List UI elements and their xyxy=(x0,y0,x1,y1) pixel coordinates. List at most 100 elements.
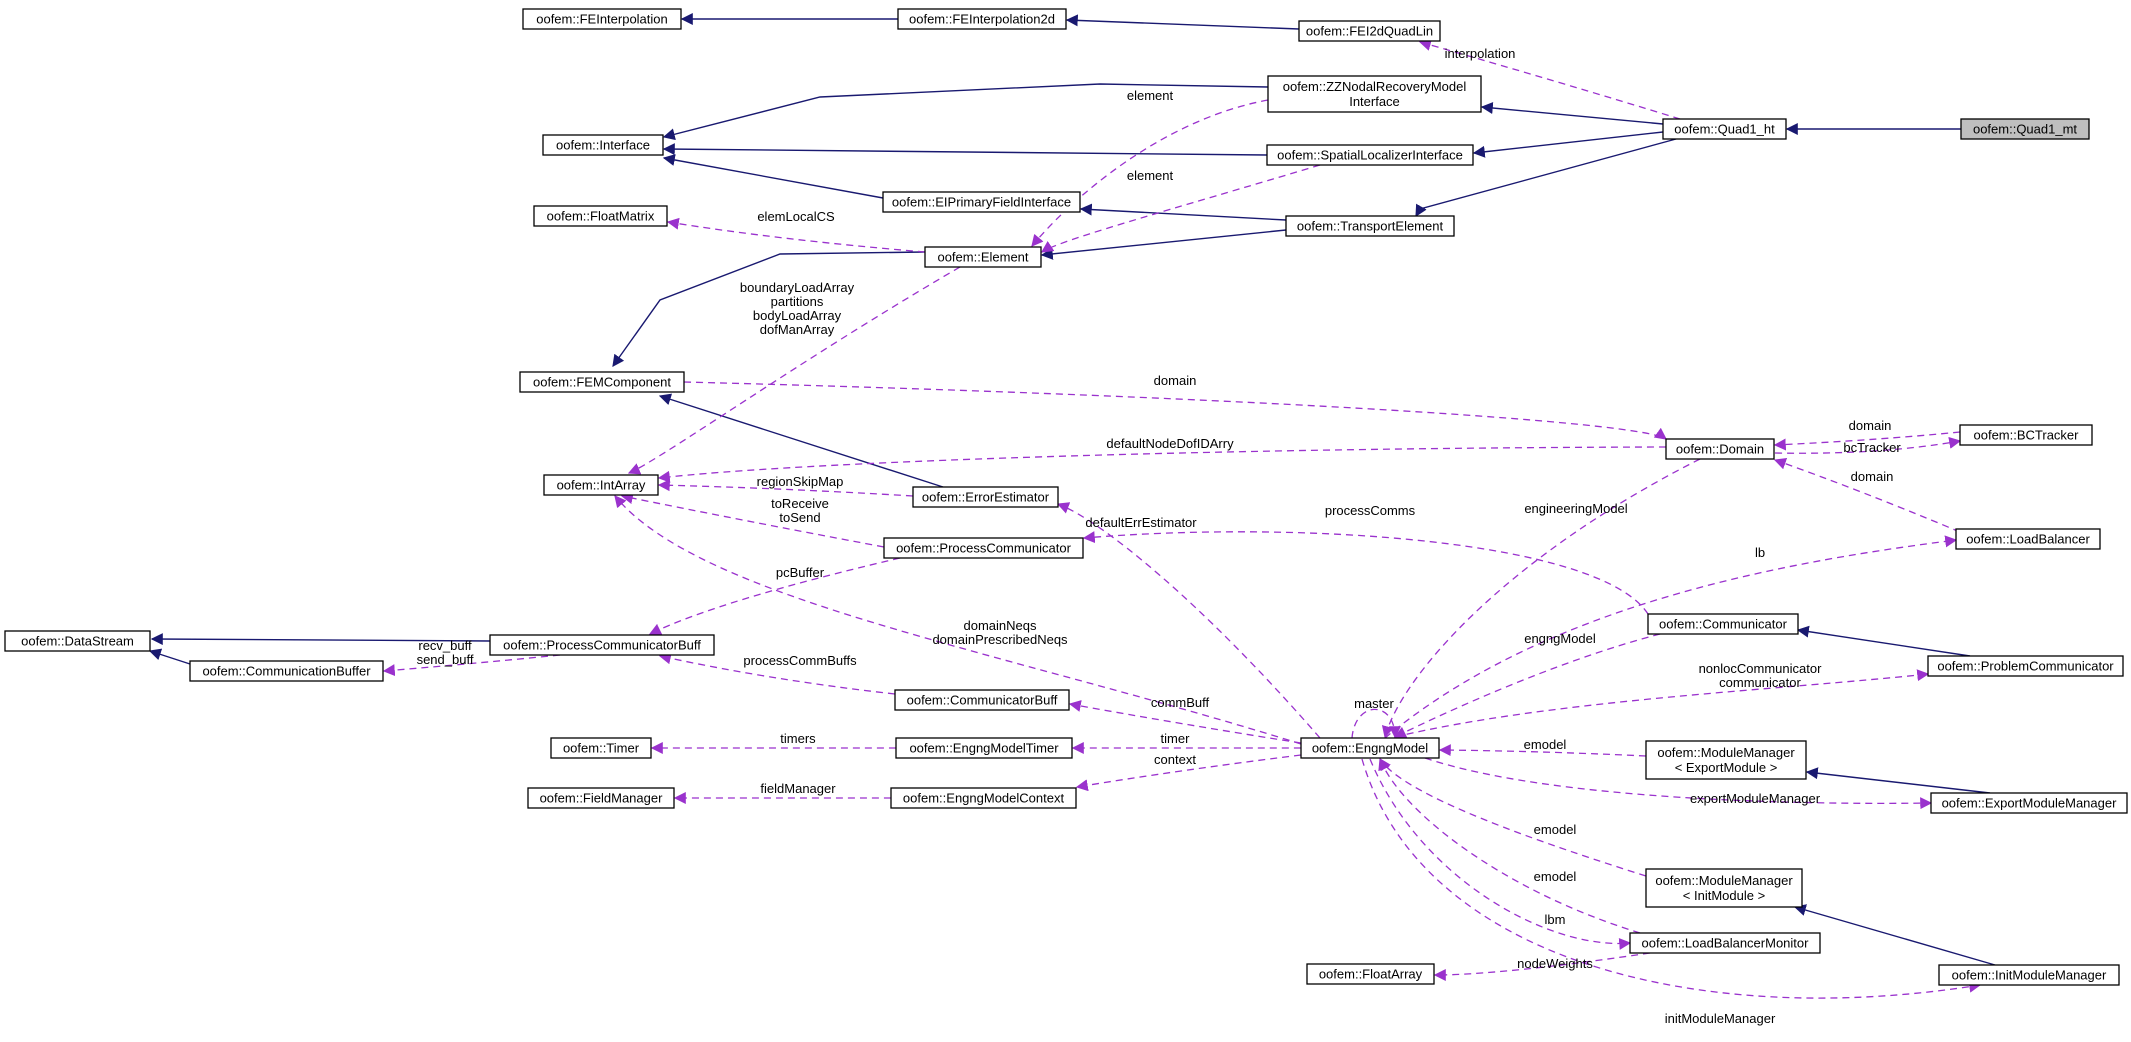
usage-edge-communicator-engngmodel xyxy=(1393,633,1661,738)
class-node-spatialloc[interactable]: oofem::SpatialLocalizerInterface xyxy=(1266,144,1474,166)
class-node-box xyxy=(1665,438,1775,460)
inheritance-edge-eiprimary-interface xyxy=(662,154,884,199)
inheritance-edge-transportelement-element xyxy=(1040,229,1287,260)
class-node-datastream[interactable]: oofem::DataStream xyxy=(4,630,151,652)
class-node-lbmonitor[interactable]: oofem::LoadBalancerMonitor xyxy=(1629,932,1821,954)
usage-edge-engngmodel-lbmonitor xyxy=(1369,758,1632,950)
class-node-mmexport[interactable]: oofem::ModuleManager< ExportModule > xyxy=(1645,740,1807,780)
class-node-box xyxy=(912,486,1059,508)
class-name-label: oofem::LoadBalancer xyxy=(1966,532,2090,547)
class-name-label: oofem::ExportModuleManager xyxy=(1942,796,2118,811)
usage-edge-label: master xyxy=(1354,696,1394,711)
usage-edge-label: emodel xyxy=(1534,869,1577,884)
class-name-label: < ExportModule > xyxy=(1675,760,1778,775)
usage-edge-label: context xyxy=(1154,752,1196,767)
class-node-initmodulemanager[interactable]: oofem::InitModuleManager xyxy=(1938,964,2120,986)
class-name-label: oofem::FloatArray xyxy=(1319,967,1423,982)
class-node-fieldmanager[interactable]: oofem::FieldManager xyxy=(527,787,675,809)
class-node-processcommunicator[interactable]: oofem::ProcessCommunicator xyxy=(883,537,1084,559)
class-node-eiprimary[interactable]: oofem::EIPrimaryFieldInterface xyxy=(882,191,1081,213)
class-name-label: oofem::ProcessCommunicator xyxy=(896,541,1072,556)
class-node-transportelement[interactable]: oofem::TransportElement xyxy=(1285,215,1455,237)
class-node-errorestimator[interactable]: oofem::ErrorEstimator xyxy=(912,486,1059,508)
class-node-problemcommunicator[interactable]: oofem::ProblemCommunicator xyxy=(1927,655,2124,677)
class-name-label: oofem::ModuleManager xyxy=(1655,873,1793,888)
class-node-box xyxy=(924,246,1042,268)
usage-edge-communicator-processcommunicator xyxy=(1082,531,1649,615)
class-node-box xyxy=(1960,118,2090,140)
usage-edge-label: element xyxy=(1127,88,1174,103)
class-node-bctracker[interactable]: oofem::BCTracker xyxy=(1959,424,2093,446)
class-node-floatmatrix[interactable]: oofem::FloatMatrix xyxy=(533,205,668,227)
class-node-engngmodel[interactable]: oofem::EngngModel xyxy=(1300,737,1440,759)
usage-edge-engngmodel-exportmodulemanager xyxy=(1424,757,1933,810)
usage-edge-label: engineeringModel xyxy=(1524,501,1627,516)
class-node-engngmodeltimer[interactable]: oofem::EngngModelTimer xyxy=(895,737,1073,759)
usage-edge-label: domain xyxy=(1851,469,1894,484)
usage-edge-label: domain xyxy=(1154,373,1197,388)
class-name-label: oofem::Timer xyxy=(563,741,640,756)
class-node-mminit[interactable]: oofem::ModuleManager< InitModule > xyxy=(1645,868,1803,908)
inheritance-edge-zznodal-interface xyxy=(662,83,1269,141)
class-node-communicatorbuff[interactable]: oofem::CommunicatorBuff xyxy=(894,689,1070,711)
class-node-communicator[interactable]: oofem::Communicator xyxy=(1647,613,1799,635)
class-node-loadbalancer[interactable]: oofem::LoadBalancer xyxy=(1955,528,2101,550)
class-node-box xyxy=(1645,740,1807,780)
usage-edge-label: engngModel xyxy=(1524,631,1596,646)
class-name-label: oofem::InitModuleManager xyxy=(1952,968,2107,983)
usage-edge-lbmonitor-engngmodel xyxy=(1378,757,1641,934)
class-node-feinterpolation2d[interactable]: oofem::FEInterpolation2d xyxy=(897,8,1067,30)
usage-edge-element-intarray xyxy=(627,266,961,475)
class-node-fei2dquadlin[interactable]: oofem::FEI2dQuadLin xyxy=(1298,20,1441,42)
usage-edge-label: elemLocalCS xyxy=(757,209,835,224)
usage-edge-engngmodel-loadbalancer xyxy=(1384,535,1958,739)
class-name-label: oofem::SpatialLocalizerInterface xyxy=(1277,148,1463,163)
usage-edge-label: lb xyxy=(1755,545,1765,560)
usage-edge-pcbuff-communicationbuffer xyxy=(382,654,561,677)
class-name-label: oofem::ModuleManager xyxy=(1657,745,1795,760)
class-name-label: oofem::DataStream xyxy=(21,634,134,649)
inheritance-edge-fei2dquadlin-feinterpolation2d xyxy=(1065,14,1300,30)
usage-edge-engngmodel-intarray xyxy=(614,495,1302,745)
class-node-box xyxy=(883,537,1084,559)
class-node-quad1_ht[interactable]: oofem::Quad1_ht xyxy=(1662,118,1787,140)
usage-edge-label: timers xyxy=(780,731,816,746)
usage-edge-communicatorbuff-pcbuff xyxy=(658,652,896,695)
class-node-exportmodulemanager[interactable]: oofem::ExportModuleManager xyxy=(1930,792,2128,814)
class-node-box xyxy=(1647,613,1799,635)
class-node-floatarray[interactable]: oofem::FloatArray xyxy=(1306,963,1435,985)
class-node-domain[interactable]: oofem::Domain xyxy=(1665,438,1775,460)
class-name-label: < InitModule > xyxy=(1683,888,1765,903)
class-node-box xyxy=(897,8,1067,30)
inheritance-edge-exportmodulemanager-mmexport xyxy=(1805,767,1991,794)
class-name-label: oofem::FEInterpolation2d xyxy=(909,12,1055,27)
class-node-engngmodelcontext[interactable]: oofem::EngngModelContext xyxy=(890,787,1077,809)
class-node-box xyxy=(550,737,652,759)
class-node-box xyxy=(1927,655,2124,677)
class-node-interface[interactable]: oofem::Interface xyxy=(542,134,664,156)
usage-edge-label: regionSkipMap xyxy=(757,474,844,489)
class-node-femcomponent[interactable]: oofem::FEMComponent xyxy=(519,371,685,393)
usage-edge-engngmodel-initmodulemanager xyxy=(1361,758,1982,999)
class-node-feinterpolation[interactable]: oofem::FEInterpolation xyxy=(522,8,682,30)
class-node-communicationbuffer[interactable]: oofem::CommunicationBuffer xyxy=(189,660,384,682)
class-node-element[interactable]: oofem::Element xyxy=(924,246,1042,268)
class-name-label: oofem::ProcessCommunicatorBuff xyxy=(503,638,701,653)
class-node-quad1_mt[interactable]: oofem::Quad1_mt xyxy=(1960,118,2090,140)
class-node-box xyxy=(895,737,1073,759)
inheritance-edge-transportelement-eiprimary xyxy=(1079,203,1287,221)
usage-edge-label: defaultErrEstimator xyxy=(1085,515,1197,530)
usage-edge-label: domain xyxy=(1849,418,1892,433)
class-node-timer[interactable]: oofem::Timer xyxy=(550,737,652,759)
class-node-intarray[interactable]: oofem::IntArray xyxy=(543,474,659,496)
inheritance-edge-quad1_ht-spatialloc xyxy=(1472,131,1664,158)
usage-edge-spatialloc-element xyxy=(1041,164,1321,253)
class-name-label: oofem::Quad1_mt xyxy=(1973,122,2077,137)
usage-edge-label: element xyxy=(1127,168,1174,183)
usage-edge-label: processCommBuffs xyxy=(743,653,857,668)
class-name-label: oofem::ProblemCommunicator xyxy=(1937,659,2114,674)
class-node-pcbuff[interactable]: oofem::ProcessCommunicatorBuff xyxy=(489,634,715,656)
class-name-label: oofem::EIPrimaryFieldInterface xyxy=(892,195,1071,210)
